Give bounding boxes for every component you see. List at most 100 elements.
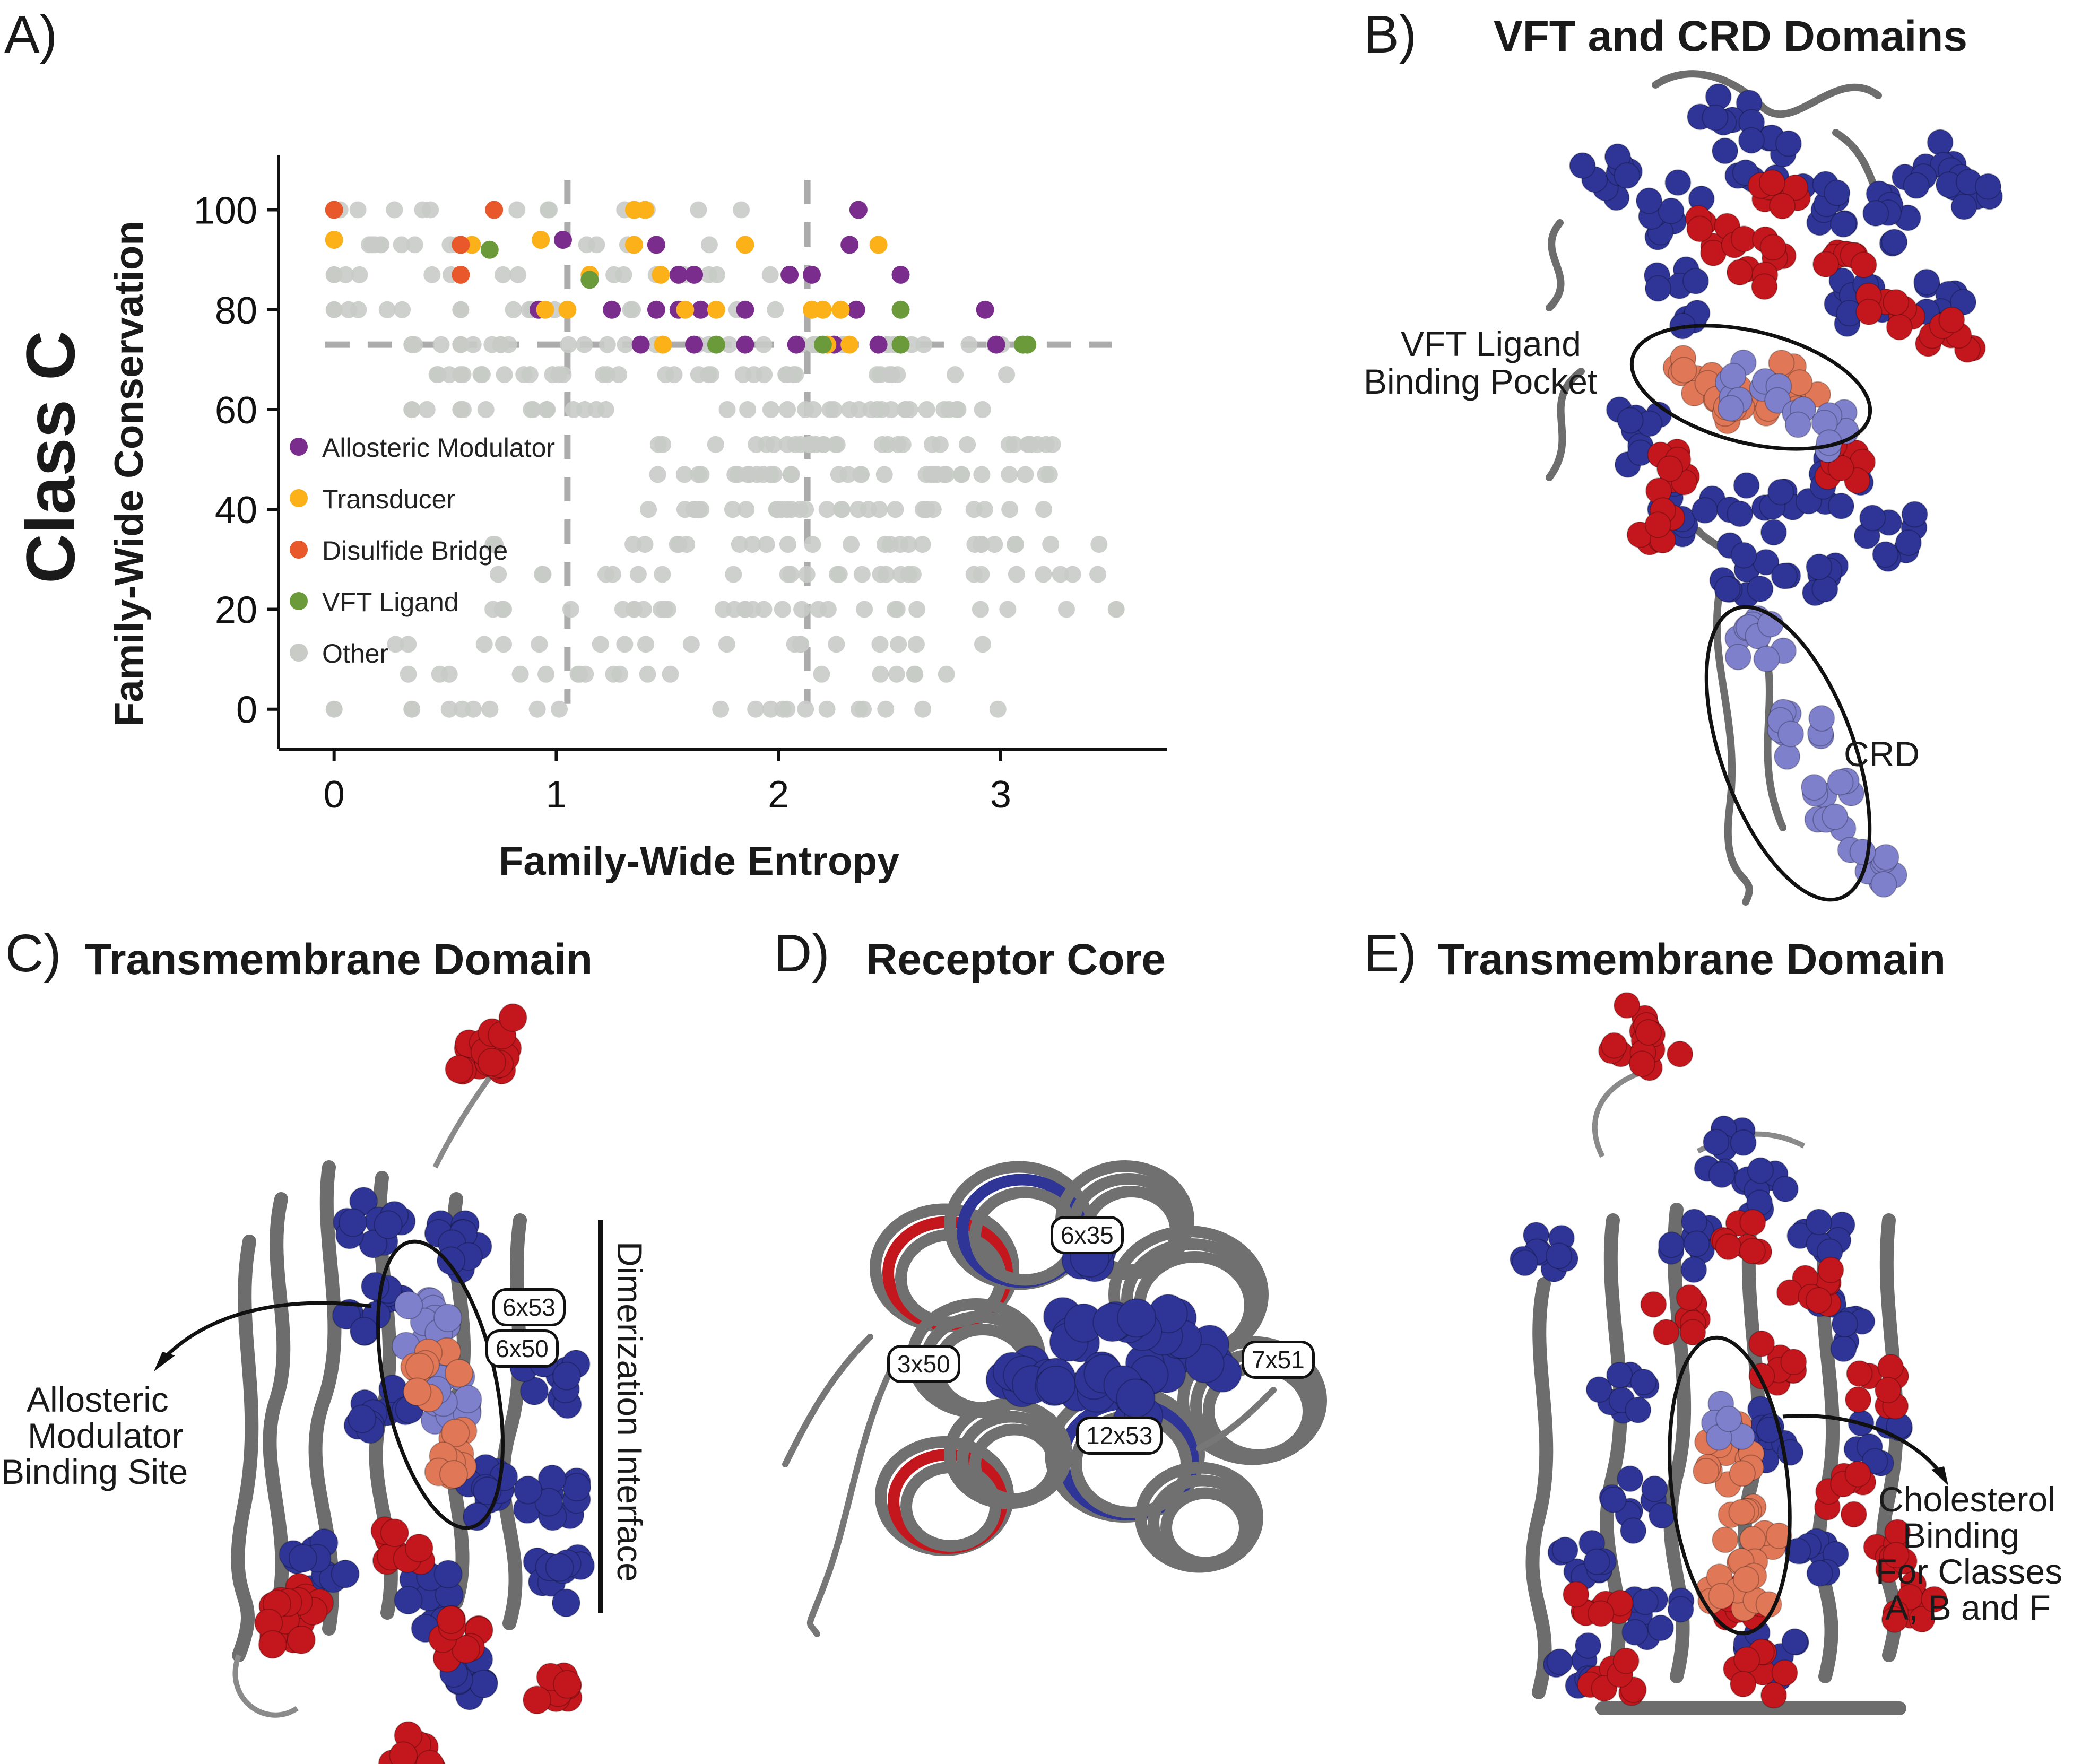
data-point-other: [734, 366, 752, 384]
sphere-blue: [1859, 505, 1886, 532]
panel-c-title: Transmembrane Domain: [85, 935, 593, 984]
data-point-other: [551, 700, 568, 718]
data-point-allosteric: [847, 300, 865, 319]
data-point-other: [403, 336, 421, 353]
sphere-blue: [1617, 1465, 1644, 1492]
sphere-blue: [1667, 1596, 1694, 1623]
data-point-other: [431, 665, 448, 683]
panel-e-title: Transmembrane Domain: [1438, 935, 1946, 984]
sphere-salmon: [445, 1359, 473, 1388]
data-point-other: [915, 336, 933, 353]
data-point-allosteric: [669, 265, 688, 284]
data-point-other: [849, 501, 867, 518]
data-point-other: [897, 401, 914, 418]
sphere-red: [1875, 1377, 1902, 1404]
sphere-light-blue: [433, 1304, 463, 1333]
data-point-other: [966, 536, 984, 553]
sphere-salmon: [1712, 1526, 1739, 1553]
sphere-red: [1739, 1209, 1766, 1236]
data-point-other: [423, 266, 441, 283]
sphere-salmon: [441, 1419, 470, 1448]
data-point-other: [637, 636, 654, 653]
data-point-other: [690, 201, 707, 219]
sphere-blue: [1772, 1176, 1799, 1203]
y-axis-label: Family-Wide Conservation: [107, 221, 152, 727]
sphere-blue: [1760, 519, 1787, 546]
data-point-other: [986, 536, 1003, 553]
data-point-other: [828, 636, 845, 653]
sphere-blue: [1116, 1378, 1156, 1418]
sphere-blue: [1830, 1335, 1857, 1362]
sphere-blue: [1733, 472, 1760, 499]
data-point-other: [372, 236, 389, 254]
data-point-transducer: [325, 231, 343, 249]
data-point-other: [578, 236, 595, 254]
sphere-blue: [1881, 229, 1908, 256]
data-point-other: [718, 636, 735, 653]
data-point-other: [452, 366, 470, 384]
data-point-other: [877, 700, 895, 718]
cholesterol-label-4: A, B and F: [1885, 1588, 2051, 1627]
sphere-blue: [1692, 497, 1719, 524]
sphere-salmon: [1733, 1566, 1759, 1593]
data-point-other: [914, 536, 931, 553]
residue-label-12x53: 12x53: [1076, 1417, 1163, 1455]
data-point-other: [918, 401, 935, 418]
sphere-red: [1686, 215, 1713, 242]
data-point-other: [792, 436, 809, 453]
sphere-red: [1635, 1019, 1662, 1046]
data-point-other: [881, 536, 899, 553]
sphere-blue: [433, 1560, 463, 1589]
data-point-other: [387, 636, 404, 653]
data-point-other: [721, 336, 738, 353]
data-point-other: [452, 301, 470, 318]
data-point-disulfide: [325, 201, 343, 219]
data-point-other: [1107, 601, 1125, 618]
sphere-blue: [1975, 173, 2002, 200]
vft-crd-structure: [1546, 70, 2003, 906]
legend-label-transducer: Transducer: [322, 484, 455, 514]
sphere-blue: [1730, 1129, 1757, 1156]
data-point-other: [406, 236, 423, 254]
sphere-red: [1653, 1319, 1680, 1346]
y-tick-label: 40: [215, 489, 257, 532]
allosteric-label-2: Modulator: [28, 1416, 184, 1455]
sphere-light-blue: [1753, 646, 1780, 672]
sphere-blue: [1775, 130, 1802, 157]
sphere-salmon: [1670, 357, 1697, 384]
sphere-salmon: [1728, 1499, 1755, 1526]
data-point-other: [534, 566, 552, 583]
data-point-other: [875, 466, 893, 483]
sphere-red: [404, 1533, 433, 1562]
sphere-blue: [1649, 1502, 1676, 1529]
data-point-other: [725, 566, 742, 583]
data-point-other: [509, 266, 527, 283]
data-point-other: [889, 436, 907, 453]
sphere-light-blue: [1724, 644, 1751, 671]
sphere-blue: [1036, 1365, 1076, 1405]
data-point-other: [758, 536, 775, 553]
cholesterol-arrow: [1782, 1413, 1944, 1476]
data-point-other: [828, 436, 846, 453]
data-point-other: [624, 536, 642, 553]
data-point-other: [825, 401, 843, 418]
data-point-other: [492, 336, 509, 353]
sphere-red: [1759, 234, 1786, 261]
sphere-blue: [1546, 1242, 1573, 1270]
data-point-other: [1052, 566, 1069, 583]
data-point-other: [1005, 436, 1023, 453]
sphere-salmon: [403, 1377, 432, 1406]
data-point-other: [851, 700, 868, 718]
data-point-other: [965, 501, 983, 518]
data-point-other: [528, 700, 546, 718]
data-point-other: [818, 501, 836, 518]
data-point-other: [540, 201, 557, 219]
sphere-blue: [534, 1488, 563, 1517]
data-point-other: [914, 700, 932, 718]
data-point-other: [972, 601, 989, 618]
core-spheres: [985, 1230, 1242, 1441]
data-point-transducer: [536, 300, 554, 319]
legend-label-other: Other: [322, 639, 388, 668]
